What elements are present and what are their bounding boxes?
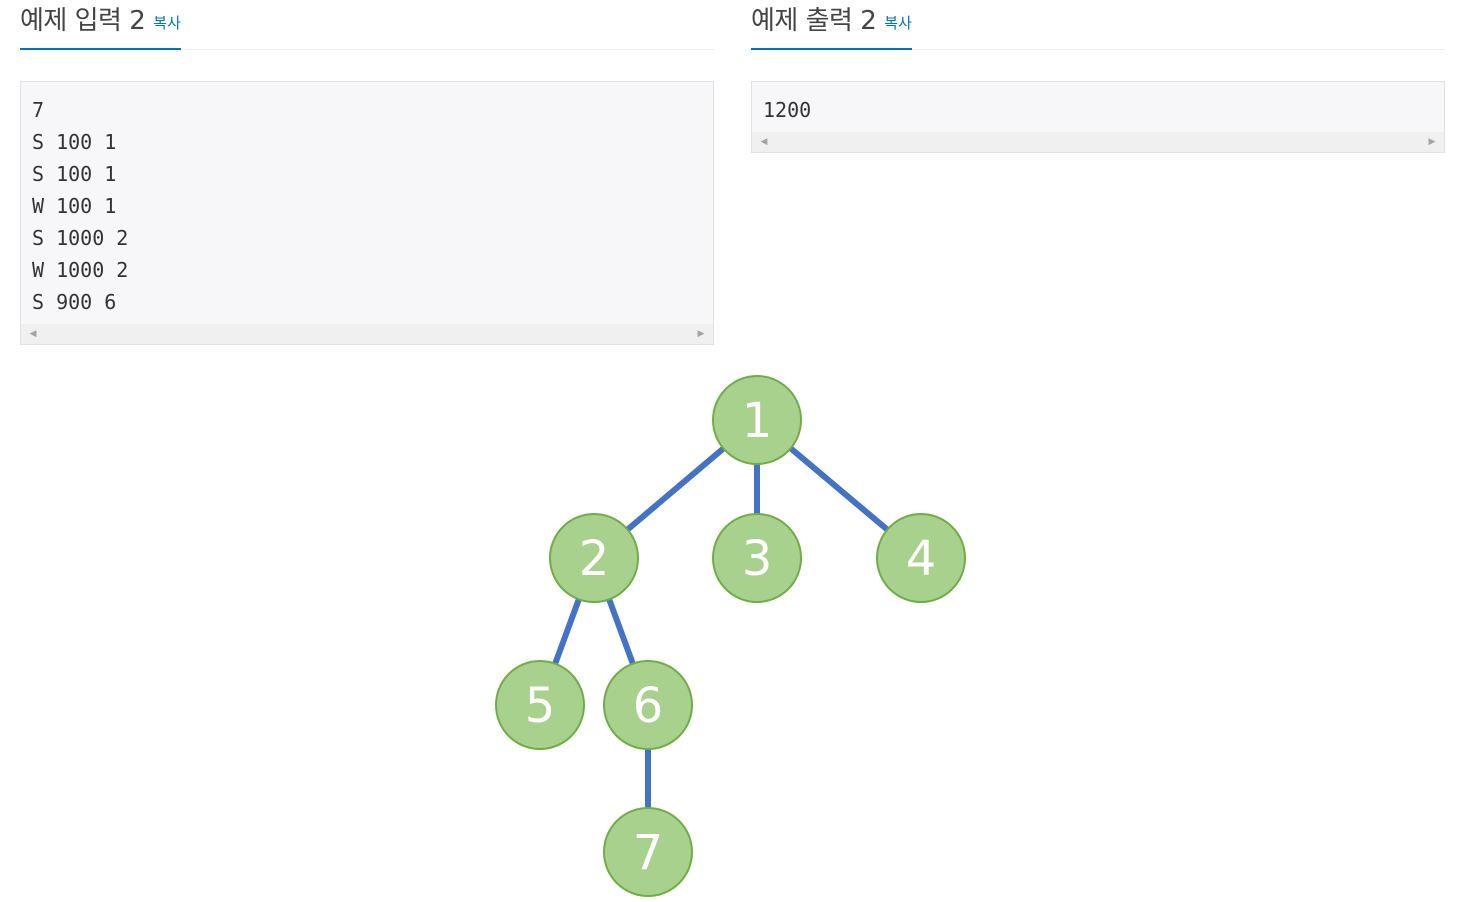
sample-input-header-underline: 예제 입력 2 복사 xyxy=(20,0,181,50)
tree-diagram: 1 2 3 4 5 6 7 xyxy=(495,375,966,897)
scroll-right-arrow-icon[interactable]: ▶ xyxy=(1428,137,1436,147)
tree-node-circle xyxy=(876,513,966,603)
sample-output-title: 예제 출력 2 xyxy=(751,6,877,36)
tree-node-circle xyxy=(549,513,639,603)
tree-node-circle xyxy=(712,513,802,603)
sample-input-section: 예제 입력 2 복사 7 S 100 1 S 100 1 W 100 1 S 1… xyxy=(20,0,714,345)
sample-output-box: 1200 ◀ ▶ xyxy=(751,81,1445,153)
tree-edge-2-5 xyxy=(552,598,582,665)
sample-output-header-underline: 예제 출력 2 복사 xyxy=(751,0,912,50)
tree-node-2: 2 xyxy=(549,513,639,603)
scroll-right-arrow-icon[interactable]: ▶ xyxy=(697,329,705,339)
copy-input-button[interactable]: 복사 xyxy=(153,14,181,32)
horizontal-scrollbar[interactable]: ◀ ▶ xyxy=(21,324,713,344)
sample-output-text: 1200 xyxy=(763,98,812,122)
sample-output-header: 예제 출력 2 복사 xyxy=(751,0,1445,50)
tree-node-circle xyxy=(603,807,693,897)
sample-input-text: 7 S 100 1 S 100 1 W 100 1 S 1000 2 W 100… xyxy=(32,98,129,314)
tree-node-1: 1 xyxy=(712,375,802,465)
tree-node-label: 1 xyxy=(742,393,773,449)
tree-node-6: 6 xyxy=(603,660,693,750)
sample-input-header: 예제 입력 2 복사 xyxy=(20,0,714,50)
tree-node-5: 5 xyxy=(495,660,585,750)
tree-edge-1-4 xyxy=(788,446,890,532)
tree-node-4: 4 xyxy=(876,513,966,603)
copy-output-button[interactable]: 복사 xyxy=(884,14,912,32)
tree-node-label: 5 xyxy=(525,678,556,734)
tree-node-circle xyxy=(712,375,802,465)
tree-node-label: 4 xyxy=(906,531,937,587)
tree-edge-2-6 xyxy=(606,598,636,665)
tree-edge-1-2 xyxy=(625,446,726,532)
tree-node-circle xyxy=(495,660,585,750)
tree-node-label: 7 xyxy=(633,825,664,881)
sample-input-box: 7 S 100 1 S 100 1 W 100 1 S 1000 2 W 100… xyxy=(20,81,714,345)
tree-node-label: 2 xyxy=(579,531,610,587)
sample-output-section: 예제 출력 2 복사 1200 ◀ ▶ xyxy=(751,0,1445,153)
tree-node-circle xyxy=(603,660,693,750)
scroll-left-arrow-icon[interactable]: ◀ xyxy=(29,329,37,339)
tree-node-label: 6 xyxy=(633,678,664,734)
tree-node-label: 3 xyxy=(742,531,773,587)
tree-node-3: 3 xyxy=(712,513,802,603)
tree-node-7: 7 xyxy=(603,807,693,897)
scroll-left-arrow-icon[interactable]: ◀ xyxy=(760,137,768,147)
sample-input-title: 예제 입력 2 xyxy=(20,6,146,36)
horizontal-scrollbar[interactable]: ◀ ▶ xyxy=(752,132,1444,152)
